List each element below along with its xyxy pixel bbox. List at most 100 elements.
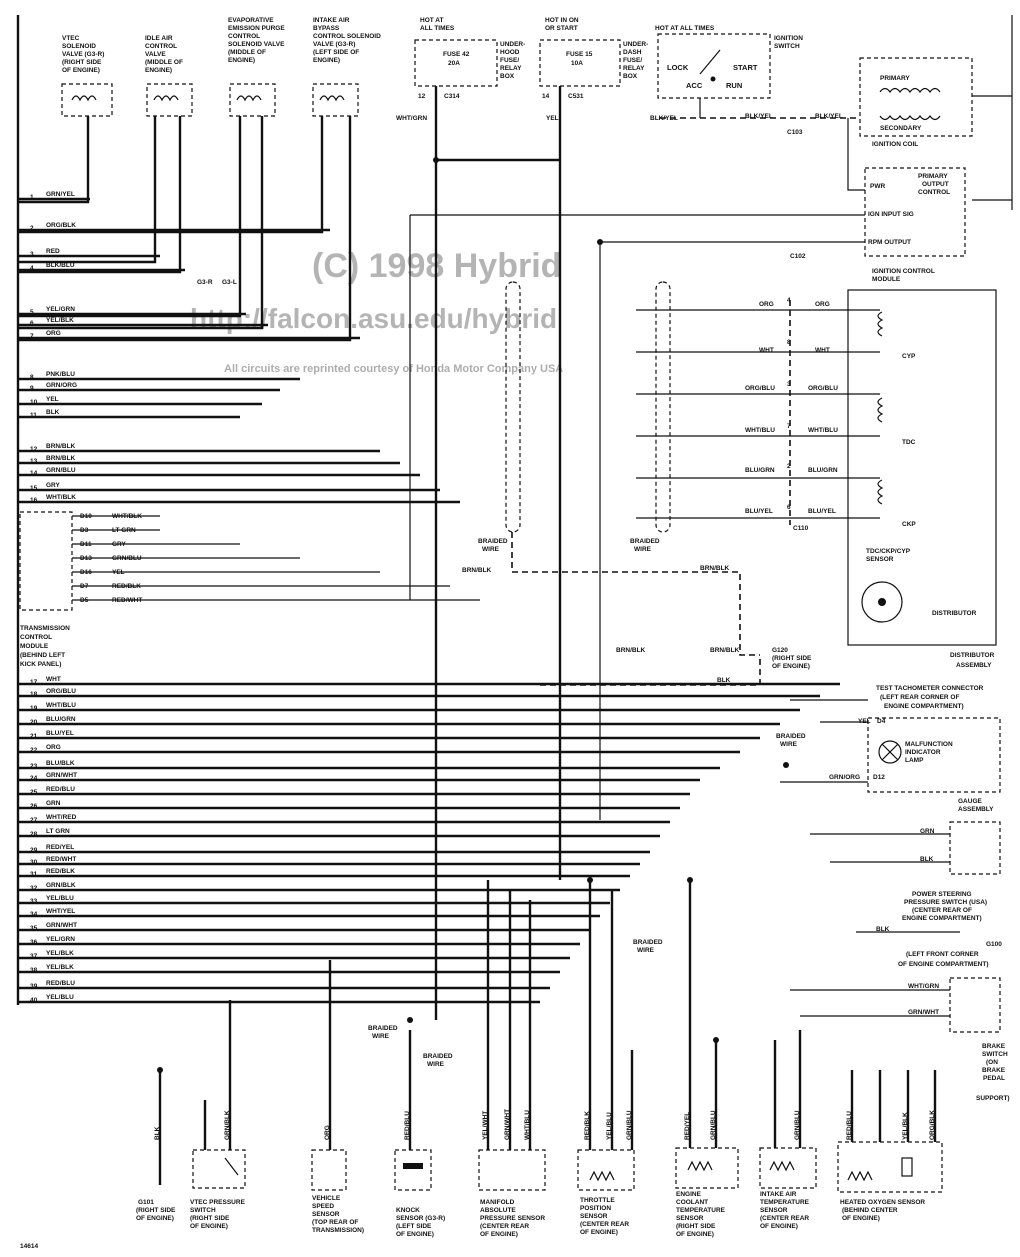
- ecm-wire-color: RED/BLU: [46, 980, 75, 987]
- braided-wire-label-6: BRAIDED WIRE: [776, 733, 807, 748]
- top-component-boxes: [61, 83, 359, 117]
- iac-box: [146, 83, 193, 117]
- top-component-labels: VTEC SOLENOID VALVE (G3-R) (RIGHT SIDE O…: [62, 17, 381, 74]
- dist-wire-org-left: ORG: [759, 301, 774, 308]
- ecm-wire-color: GRN/ORG: [46, 382, 77, 389]
- dist-wire-org-right: ORG: [815, 301, 830, 308]
- map-sensor-box: [478, 1149, 546, 1191]
- ecm-pin-number: 24: [30, 775, 38, 782]
- braided-wire-label-3: BRAIDED WIRE: [633, 939, 664, 954]
- fuse-42-group: HOT AT ALL TIMES FUSE 42 20A UNDER- HOOD…: [396, 17, 525, 122]
- tcm-wire-color: GRN/BLU: [112, 555, 142, 562]
- tdc-ckp-cyp-sensor-label: TDC/CKP/CYP SENSOR: [866, 548, 912, 563]
- ecm-pin-number: 6: [30, 320, 34, 327]
- ecm-pin-number: 3: [30, 251, 34, 258]
- ecm-wire-color: GRN/BLU: [46, 467, 76, 474]
- tcm-pin: D7: [80, 583, 89, 590]
- iab-coil-icon: [319, 95, 345, 102]
- ecm-pin-number: 27: [30, 817, 38, 824]
- knock-sensor-label: KNOCK SENSOR (G3-R) (LEFT SIDE OF ENGINE…: [396, 1207, 447, 1238]
- ecm-pin-number: 1: [30, 194, 34, 201]
- ecm-pin-number: 39: [30, 983, 38, 990]
- fuse-42-pin: 12: [418, 93, 426, 100]
- braided-shield-1: [505, 281, 521, 533]
- ect-thermistor-icon: [687, 1160, 713, 1172]
- gauge-assembly-box: [867, 717, 1001, 793]
- ecm-pin-number: 34: [30, 911, 38, 918]
- iat-label: INTAKE AIR TEMPERATURE SENSOR (CENTER RE…: [760, 1191, 811, 1230]
- ho2s-heater-icon: [847, 1170, 873, 1182]
- coil-icm-link: [972, 95, 1012, 201]
- fuse-15-name: FUSE 15: [566, 51, 593, 58]
- brnblk-label-1: BRN/BLK: [462, 567, 492, 574]
- ecm-pin-number: 35: [30, 925, 38, 932]
- bottom-wire-color: GRN/BLK: [224, 1110, 231, 1140]
- vtec-pressure-switch-label: VTEC PRESSURE SWITCH (RIGHT SIDE OF ENGI…: [190, 1199, 247, 1230]
- ecm-wire-color: YEL/GRN: [46, 306, 75, 313]
- braided-wire-label-2: BRAIDED WIRE: [630, 538, 661, 553]
- ckp-coil-icon: [877, 479, 884, 505]
- blk-label-mid: BLK: [717, 677, 731, 684]
- bottom-wire-color: RED/BLU: [846, 1111, 853, 1140]
- vtec-solenoid-label: VTEC SOLENOID VALVE (G3-R) (RIGHT SIDE O…: [62, 35, 106, 74]
- ecm-pin-number: 30: [30, 859, 38, 866]
- ecm-wire-color: YEL/BLK: [46, 317, 74, 324]
- fuse-42-box: [414, 39, 498, 87]
- bottom-wire-color: ORG: [324, 1125, 331, 1140]
- coil-label: IGNITION COIL: [872, 141, 918, 148]
- iab-wire-2: [18, 116, 352, 342]
- ignition-coil-group: PRIMARY SECONDARY IGNITION COIL: [859, 57, 973, 148]
- ecm-pin-number: 10: [30, 399, 38, 406]
- ecm-pin-number: 7: [30, 333, 34, 340]
- bottom-wire-color: YEL/BLK: [902, 1112, 909, 1140]
- junction-dot: [713, 1037, 719, 1043]
- dist-wire-whtblu-left: WHT/BLU: [745, 427, 775, 434]
- fuse-15-group: HOT IN ON OR START FUSE 15 10A UNDER- DA…: [539, 17, 648, 122]
- dist-wire-wht-left: WHT: [759, 347, 774, 354]
- junction-dot: [407, 1017, 413, 1023]
- ho2s-label: HEATED OXYGEN SENSOR (BEHIND CENTER OF E…: [840, 1199, 927, 1222]
- ecm-pin-number: 19: [30, 705, 38, 712]
- distributor-label: DISTRIBUTOR: [932, 610, 977, 617]
- icm-group: PWR PRIMARY OUTPUT CONTROL IGN INPUT SIG…: [864, 167, 966, 283]
- ecm-wire-color: WHT: [46, 676, 61, 683]
- ecm-pin-number: 15: [30, 485, 38, 492]
- tcm-pin: D13: [80, 555, 92, 562]
- coil-secondary: SECONDARY: [880, 125, 922, 132]
- ecm-pin-number: 29: [30, 847, 38, 854]
- ecm-pin-number: 8: [30, 374, 34, 381]
- evap-purge-label: EVAPORATIVE EMISSION PURGE CONTROL SOLEN…: [228, 17, 287, 64]
- ecm-pin-number: 18: [30, 691, 38, 698]
- ecm-wire-color: ORG/BLU: [46, 688, 76, 695]
- ecm-pin-number: 4: [30, 265, 34, 272]
- dist-pin-4: 4: [787, 297, 791, 304]
- tcm-pin: D10: [80, 513, 92, 520]
- vtec-solenoid-wire: [18, 116, 90, 204]
- fuse-15-amps: 10A: [571, 60, 583, 67]
- brnblk-label-3: BRN/BLK: [616, 647, 646, 654]
- bottom-wire-color: GRN/WHT: [504, 1109, 511, 1140]
- ecm-wire-color: RED: [46, 248, 60, 255]
- ho2s-element-icon: [901, 1157, 913, 1177]
- ign-c102: C102: [790, 253, 806, 260]
- tps-resistor-icon: [589, 1170, 615, 1182]
- ecm-wire-color: BLU/BLK: [46, 760, 75, 767]
- bottom-wire-color: RED/YEL: [684, 1112, 691, 1140]
- junction-dot: [687, 877, 693, 883]
- dist-wire-orgblu-right: ORG/BLU: [808, 385, 838, 392]
- g100-label: G100 (LEFT FRONT CORNER OF ENGINE COMPAR…: [898, 941, 1004, 968]
- ecm-wire-color: WHT/YEL: [46, 908, 75, 915]
- icm-primary: PRIMARY OUTPUT CONTROL: [918, 173, 951, 196]
- tcm-box: [19, 511, 73, 611]
- ecm-wire-color: ORG: [46, 330, 61, 337]
- brake-grnwht-wire: GRN/WHT: [908, 1009, 939, 1016]
- vss-box: [311, 1149, 347, 1191]
- ecm-pin-number: 32: [30, 885, 38, 892]
- ecm-wire-color: LT GRN: [46, 828, 70, 835]
- bottom-wire-color: ORG/BLK: [929, 1110, 936, 1140]
- ecm-pin-number: 40: [30, 997, 38, 1004]
- ecm-wire-color: GRN/WHT: [46, 922, 77, 929]
- ecm-pin-number: 11: [30, 412, 37, 419]
- dist-pin-7: 7: [787, 423, 791, 430]
